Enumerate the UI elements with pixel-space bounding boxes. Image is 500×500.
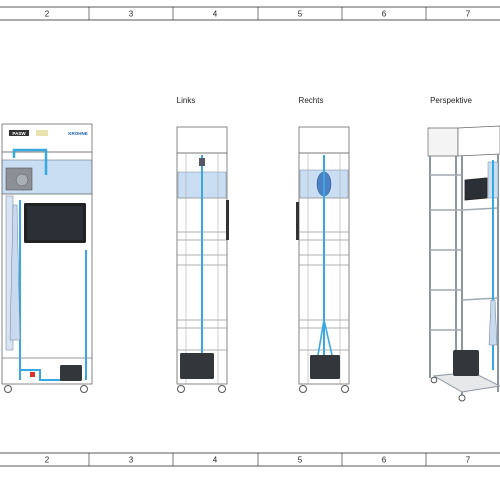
top-border-strip: 2 3 4 5 6 7: [0, 6, 500, 21]
left-view: [176, 126, 229, 393]
right-side-handle: [296, 202, 299, 240]
left-side-handle: [226, 200, 229, 240]
right-pipe-lower: [317, 319, 333, 356]
right-caster-1: [299, 385, 307, 393]
column-number-bottom-2: 2: [45, 456, 50, 465]
column-number-bottom-4: 4: [213, 456, 218, 465]
front-partner-logo: [36, 130, 48, 136]
right-view: [296, 126, 350, 393]
perspective-view: [427, 125, 500, 402]
column-number-bottom-6: 6: [382, 456, 387, 465]
left-caster-2: [218, 385, 226, 393]
front-pump: [60, 365, 82, 381]
column-number-top-6: 6: [382, 10, 387, 19]
front-flowmeter: [9, 204, 21, 341]
perspective-flowmeter: [488, 299, 498, 346]
perspective-screen: [464, 177, 488, 201]
column-number-top-4: 4: [213, 10, 218, 19]
view-label-right: Rechts: [299, 96, 324, 105]
front-red-valve: [30, 372, 35, 377]
right-pump: [310, 355, 340, 379]
column-number-top-2: 2: [45, 10, 50, 19]
left-frame: [176, 152, 228, 385]
front-brand-text: KROHNE: [68, 131, 88, 136]
bottom-border-strip: 2 3 4 5 6 7: [0, 452, 500, 467]
front-logo-box: [9, 130, 29, 136]
view-label-left: Links: [177, 96, 196, 105]
perspective-caster-1: [430, 376, 438, 384]
perspective-caster-2: [458, 394, 466, 402]
front-logo-text: PASW: [12, 131, 26, 136]
column-number-bottom-7: 7: [466, 456, 471, 465]
left-pump: [180, 353, 214, 379]
left-caster-1: [177, 385, 185, 393]
front-caster-right: [80, 385, 88, 393]
column-number-bottom-3: 3: [129, 456, 134, 465]
column-number-top-5: 5: [298, 10, 303, 19]
front-pipe-top: [12, 148, 48, 175]
column-number-bottom-5: 5: [298, 456, 303, 465]
right-caster-2: [341, 385, 349, 393]
front-header-panel: [1, 123, 93, 153]
right-header-panel: [298, 126, 350, 154]
right-frame: [298, 152, 350, 385]
perspective-header-front: [427, 127, 459, 157]
view-label-perspective: Perspektive: [430, 96, 472, 105]
column-number-top-3: 3: [129, 10, 134, 19]
front-pipe-bottom: [20, 369, 62, 381]
perspective-pump: [453, 350, 479, 376]
left-fitting: [199, 158, 205, 166]
perspective-header-side: [457, 125, 500, 157]
front-view: PASW KROHNE: [1, 123, 93, 393]
column-number-top-7: 7: [466, 10, 471, 19]
front-caster-left: [4, 385, 12, 393]
left-header-panel: [176, 126, 228, 154]
front-screen: [27, 206, 83, 240]
